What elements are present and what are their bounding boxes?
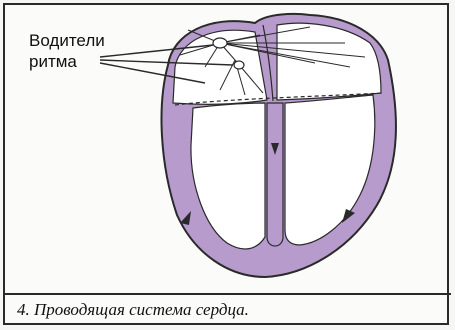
atrioventricular-node [234,61,244,69]
figure-frame: Водители ритма 4. Проводящая система сер… [3,3,449,325]
pacemaker-label-line2: ритма [29,51,105,72]
caption-text: 4. Проводящая система сердца. [17,300,249,319]
pacemaker-label-line1: Водители [29,30,105,51]
figure-caption: 4. Проводящая система сердца. [5,293,451,325]
ventricular-septum [267,103,283,246]
sinoatrial-node [213,38,227,48]
pacemaker-label: Водители ритма [29,30,105,72]
